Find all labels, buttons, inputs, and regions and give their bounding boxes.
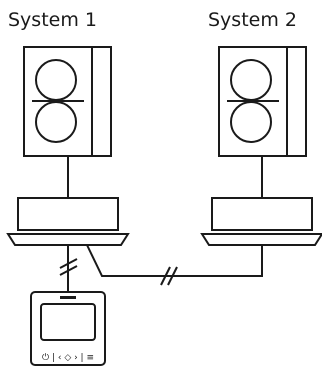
indoor-unit-1-body (17, 197, 119, 231)
indoor-unit-1 (6, 197, 130, 246)
indoor-unit-2-panel (200, 233, 322, 246)
remote-controller-screen (40, 303, 96, 341)
outdoor-unit-2 (218, 46, 307, 157)
inter-unit-wire (86, 244, 263, 277)
indoor-unit-2 (200, 197, 322, 246)
wire-break-marker-controller (59, 258, 78, 276)
remote-controller-buttons: ⏻ | ‹ ◇ › | ≡ (42, 352, 94, 363)
system-2-label: System 2 (208, 9, 297, 31)
indoor-unit-1-panel (6, 233, 130, 246)
remote-controller-indicator (60, 296, 76, 299)
wire-break-marker-inter-unit (160, 266, 178, 286)
remote-controller-body (30, 291, 106, 366)
system-1-label: System 1 (8, 9, 97, 31)
remote-controller: ⏻ | ‹ ◇ › | ≡ (30, 291, 106, 366)
outdoor-unit-1 (23, 46, 112, 157)
indoor-unit-2-body (211, 197, 313, 231)
